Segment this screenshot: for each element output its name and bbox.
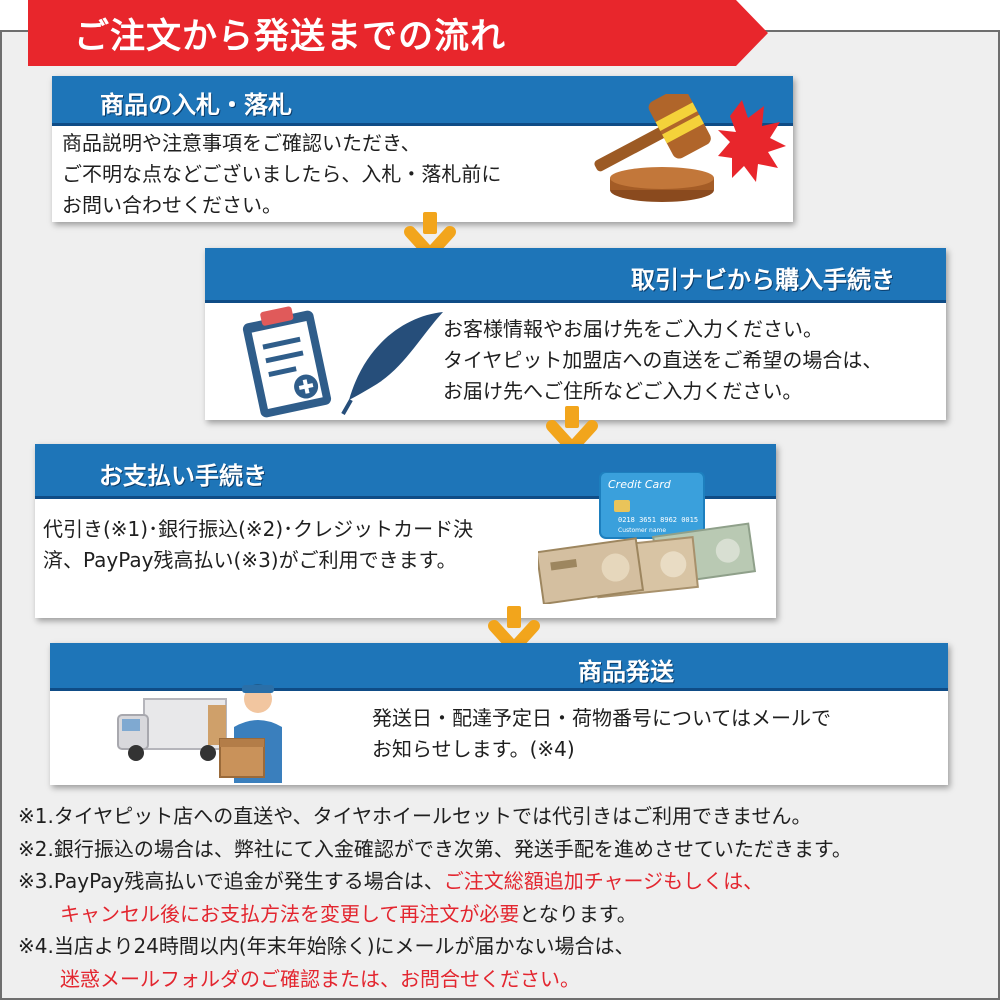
- step-card-shipping: 商品発送 発送日・配達予定日・荷物番号についてはメールで お知らせします。(※4…: [50, 643, 948, 785]
- footnote-3-warning-continued: キャンセル後にお支払方法を変更して再注文が必要: [60, 901, 520, 926]
- clipboard-quill-icon: [242, 306, 443, 418]
- step-header: 取引ナビから購入手続き: [205, 248, 946, 303]
- description-line: 代引き(※1)･銀行振込(※2)･クレジットカード決: [43, 517, 474, 541]
- description-line: 商品説明や注意事項をご確認いただき、: [62, 131, 421, 155]
- description-line: お問い合わせください。: [62, 193, 282, 217]
- description-line: お届け先へご住所などご入力ください。: [443, 379, 803, 403]
- step-header: 商品発送: [50, 643, 948, 691]
- card-brand-label: Credit Card: [608, 478, 671, 491]
- step-description: 代引き(※1)･銀行振込(※2)･クレジットカード決 済、PayPay残高払い(…: [43, 514, 473, 576]
- step-title: 商品発送: [578, 658, 674, 686]
- step-description: お客様情報やお届け先をご入力ください。 タイヤピット加盟店への直送をご希望の場合…: [443, 314, 882, 407]
- footnote-3-text: ※3.PayPay残高払いで追金が発生する場合は、: [18, 869, 444, 893]
- delivery-truck-icon: [117, 684, 282, 783]
- description-line: タイヤピット加盟店への直送をご希望の場合は、: [443, 348, 883, 372]
- step-description: 商品説明や注意事項をご確認いただき、 ご不明な点などございましたら、入札・落札前…: [62, 128, 501, 221]
- step-card-bid: 商品の入札・落札 商品説明や注意事項をご確認いただき、 ご不明な点などございまし…: [52, 76, 793, 222]
- step-card-purchase: 取引ナビから購入手続き お客様情報やお届け先をご入力ください。 タイヤピット加盟…: [205, 248, 946, 420]
- step-title: 商品の入札・落札: [100, 91, 292, 119]
- credit-card-cash-icon: Credit Card 0218 3651 8962 0015 Customer…: [538, 472, 758, 604]
- banner-shape: [28, 0, 768, 66]
- footnote-3-continued: キャンセル後にお支払方法を変更して再注文が必要となります。: [18, 898, 988, 931]
- step-title: お支払い手続き: [99, 462, 267, 490]
- footnote-4-warning: 迷惑メールフォルダのご確認または、お問合せください。: [60, 966, 580, 991]
- footnote-3-warning: ご注文総額追加チャージもしくは、: [443, 869, 764, 893]
- card-holder-name: Customer name: [618, 527, 667, 534]
- title-banner: ご注文から発送までの流れ: [28, 0, 768, 66]
- footnote-2: ※2.銀行振込の場合は、弊社にて入金確認ができ次第、発送手配を進めさせていただき…: [18, 836, 852, 861]
- footnote-4: ※4.当店より24時間以内(年末年始除く)にメールが届かない場合は、: [18, 934, 635, 958]
- step-description: 発送日・配達予定日・荷物番号についてはメールで お知らせします。(※4): [372, 703, 831, 765]
- description-line: 済、PayPay残高払い(※3)がご利用できます。: [43, 548, 457, 572]
- description-line: ご不明な点などございましたら、入札・落札前に: [62, 162, 502, 186]
- footnote-4-continued: 迷惑メールフォルダのご確認または、お問合せください。: [18, 963, 988, 996]
- card-number: 0218 3651 8962 0015: [618, 516, 699, 524]
- footnote-3-suffix: となります。: [519, 901, 637, 926]
- page-title: ご注文から発送までの流れ: [74, 17, 507, 57]
- footnotes: ※1.タイヤピット店への直送や、タイヤホイールセットでは代引きはご利用できません…: [18, 800, 988, 995]
- description-line: お客様情報やお届け先をご入力ください。: [443, 317, 823, 341]
- description-line: 発送日・配達予定日・荷物番号についてはメールで: [372, 706, 831, 730]
- step-title: 取引ナビから購入手続き: [631, 266, 895, 294]
- description-line: お知らせします。(※4): [372, 737, 575, 761]
- gavel-icon: [594, 94, 786, 202]
- footnote-3: ※3.PayPay残高払いで追金が発生する場合は、ご注文総額追加チャージもしくは…: [18, 865, 988, 898]
- footnote-1: ※1.タイヤピット店への直送や、タイヤホイールセットでは代引きはご利用できません…: [18, 804, 812, 828]
